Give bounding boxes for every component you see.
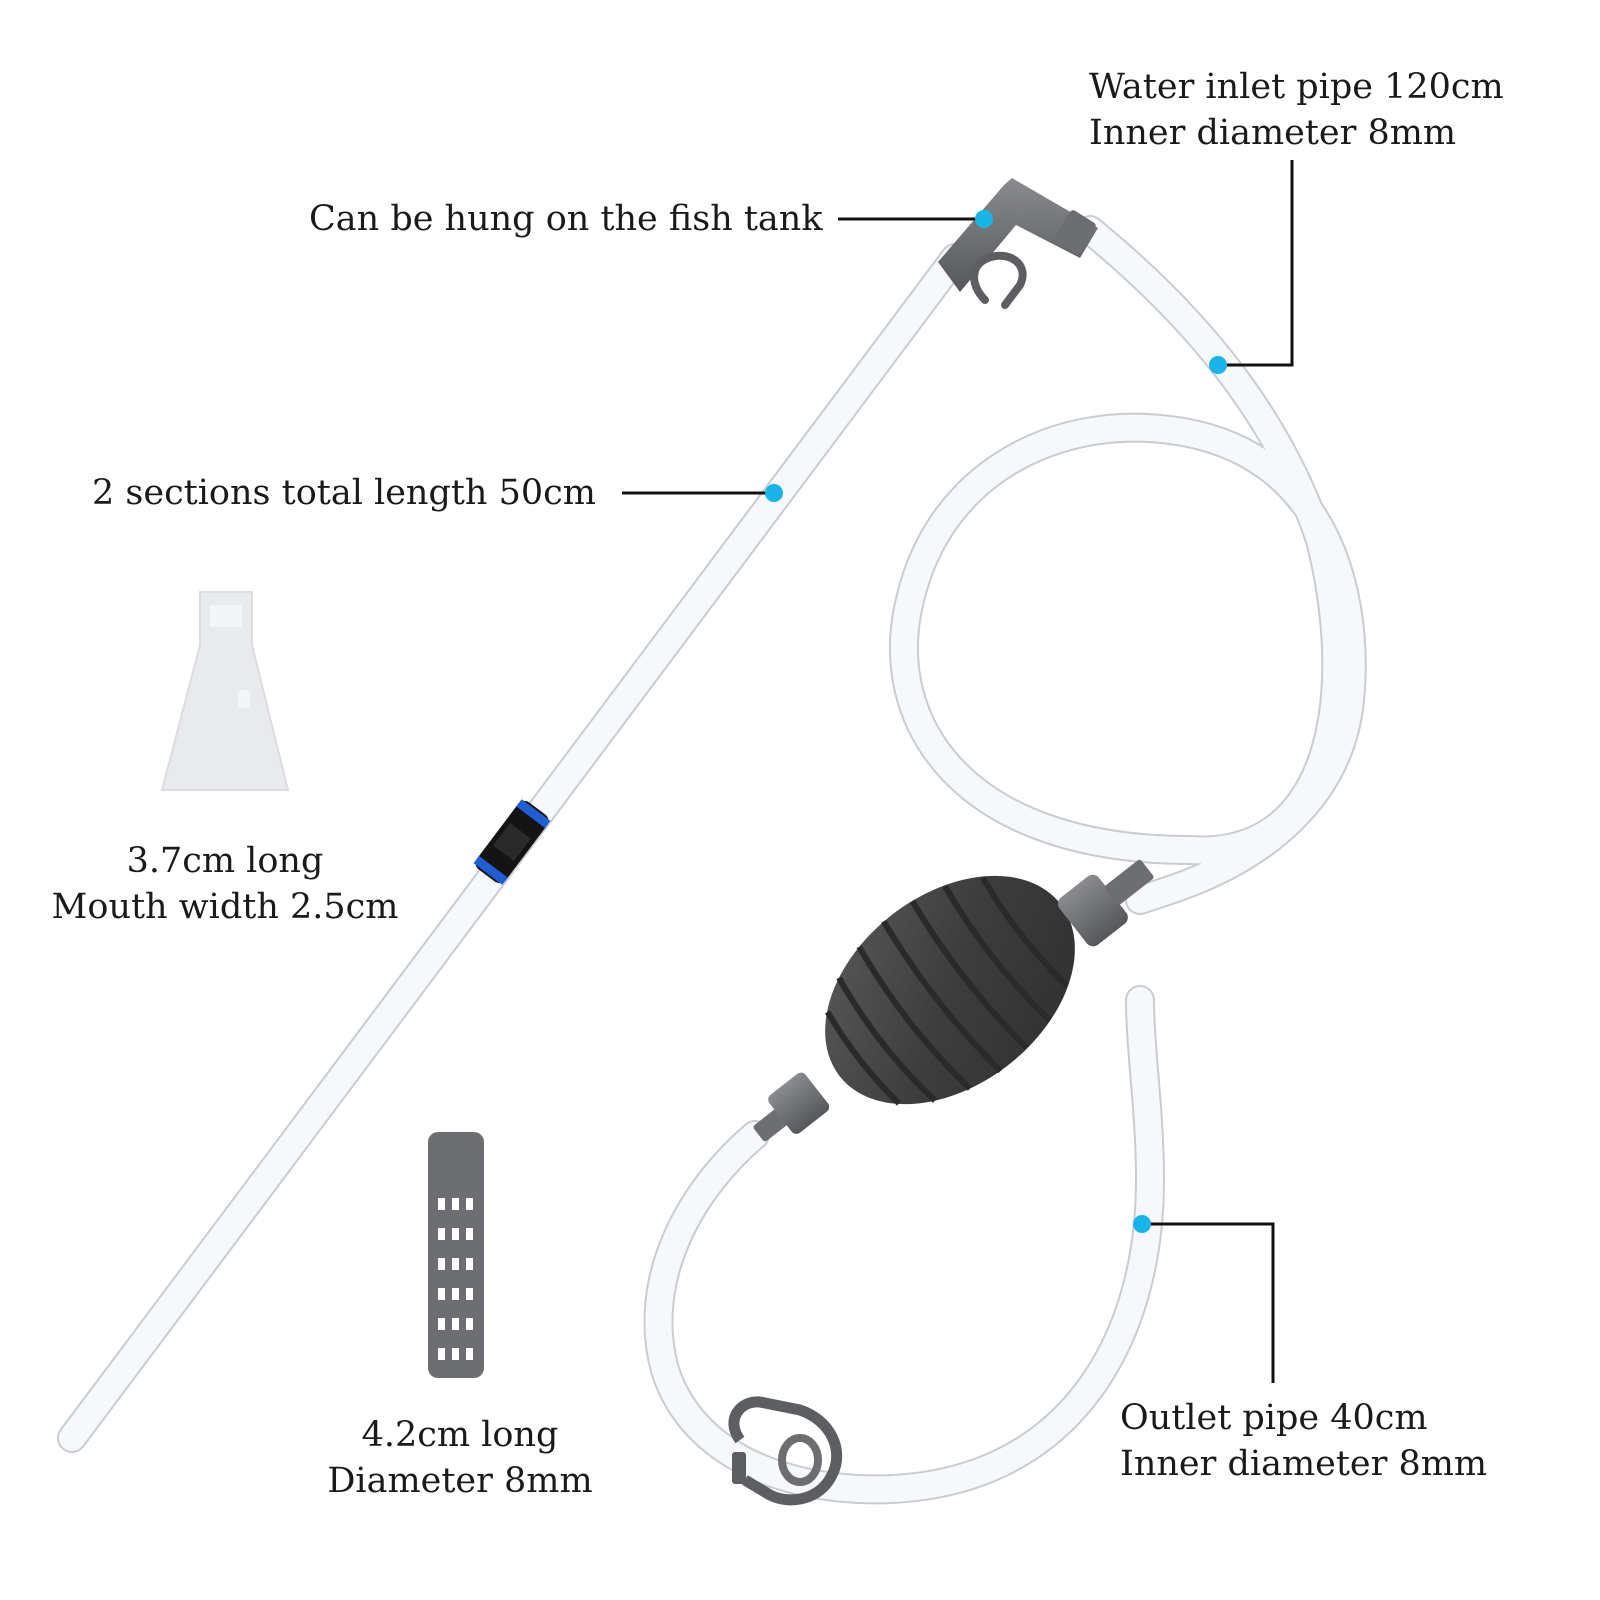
outlet-pipe-diameter: Inner diameter 8mm xyxy=(1120,1444,1488,1484)
callout-lines xyxy=(622,160,1294,1383)
hook-callout-dot xyxy=(975,210,993,228)
filter-length: 4.2cm long xyxy=(361,1415,559,1455)
nozzle-label: 3.7cm long Mouth width 2.5cm xyxy=(40,838,410,930)
nozzle-width: Mouth width 2.5cm xyxy=(51,887,399,927)
outlet-hose xyxy=(643,985,1166,1505)
outlet-callout-dot xyxy=(1133,1215,1151,1233)
sections-callout-dot xyxy=(765,484,783,502)
inlet-hose xyxy=(888,215,1367,915)
nozzle-icon xyxy=(160,591,290,791)
hose-clip-icon xyxy=(728,1396,843,1506)
nozzle-length: 3.7cm long xyxy=(126,841,324,881)
filter-label: 4.2cm long Diameter 8mm xyxy=(300,1412,620,1504)
connector-icon xyxy=(473,799,551,885)
hook-icon xyxy=(938,178,1098,309)
inlet-pipe-diameter: Inner diameter 8mm xyxy=(1089,113,1457,153)
outlet-pipe-label: Outlet pipe 40cm Inner diameter 8mm xyxy=(1120,1395,1487,1487)
squeeze-bulb-icon xyxy=(753,859,1154,1142)
inlet-pipe-label: Water inlet pipe 120cm Inner diameter 8m… xyxy=(1089,64,1504,156)
hook-label: Can be hung on the fish tank xyxy=(309,199,823,239)
callout-dots xyxy=(765,210,1227,1233)
filter-diameter: Diameter 8mm xyxy=(327,1461,593,1501)
filter-icon xyxy=(428,1132,484,1378)
sections-label: 2 sections total length 50cm xyxy=(92,473,596,513)
inlet-pipe-length: Water inlet pipe 120cm xyxy=(1089,67,1504,107)
inlet-callout-dot xyxy=(1209,356,1227,374)
outlet-pipe-length: Outlet pipe 40cm xyxy=(1120,1398,1428,1438)
